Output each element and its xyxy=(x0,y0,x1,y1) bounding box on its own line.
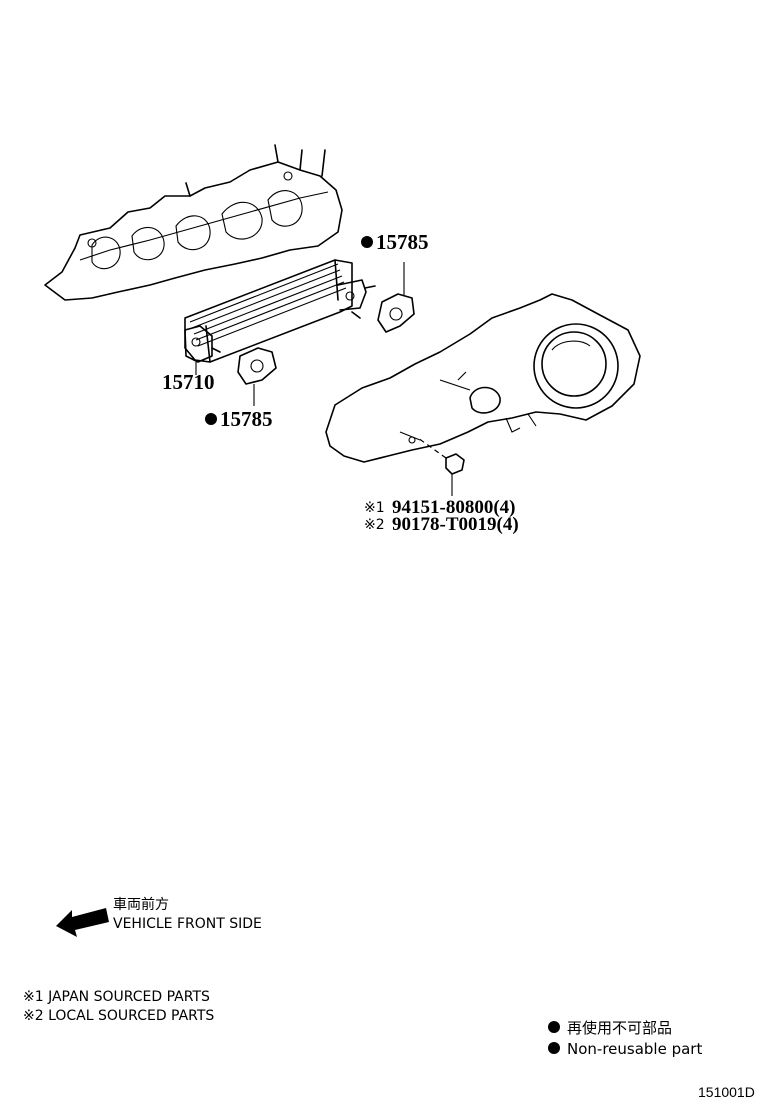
non-reusable-marker-bottom xyxy=(205,413,217,425)
gasket-top-drawing xyxy=(377,293,415,333)
direction-label-jp: 車両前方 xyxy=(113,896,169,913)
direction-label-en: VEHICLE FRONT SIDE xyxy=(113,916,262,932)
housing-drawing xyxy=(325,293,641,463)
callout-bolt-2: 90178-T0019(4) xyxy=(392,514,519,535)
callout-bolt-1: 94151-80800(4) xyxy=(392,497,515,518)
non-reusable-marker-top xyxy=(361,236,373,248)
front-direction-arrow-icon xyxy=(56,908,109,937)
legend-bullet-jp xyxy=(548,1021,560,1033)
bolt-drawing xyxy=(417,437,465,475)
callout-gasket-top: 15785 xyxy=(376,230,429,254)
legend-non-reusable-en: Non-reusable part xyxy=(567,1040,702,1058)
callout-oil-cooler: 15710 xyxy=(162,370,215,394)
figure-code: 151001D xyxy=(698,1084,755,1100)
note-local-sourced: ※2 LOCAL SOURCED PARTS xyxy=(23,1008,214,1024)
gasket-bottom-drawing xyxy=(237,347,277,385)
manifold-drawing xyxy=(44,144,343,301)
legend-non-reusable-jp: 再使用不可部品 xyxy=(567,1019,672,1037)
note-japan-sourced: ※1 JAPAN SOURCED PARTS xyxy=(23,989,210,1005)
oil-cooler-drawing xyxy=(184,259,376,363)
mark-1: ※1 xyxy=(364,500,385,516)
legend-bullet-en xyxy=(548,1042,560,1054)
callout-gasket-bottom: 15785 xyxy=(220,407,273,431)
mark-2: ※2 xyxy=(364,517,385,533)
